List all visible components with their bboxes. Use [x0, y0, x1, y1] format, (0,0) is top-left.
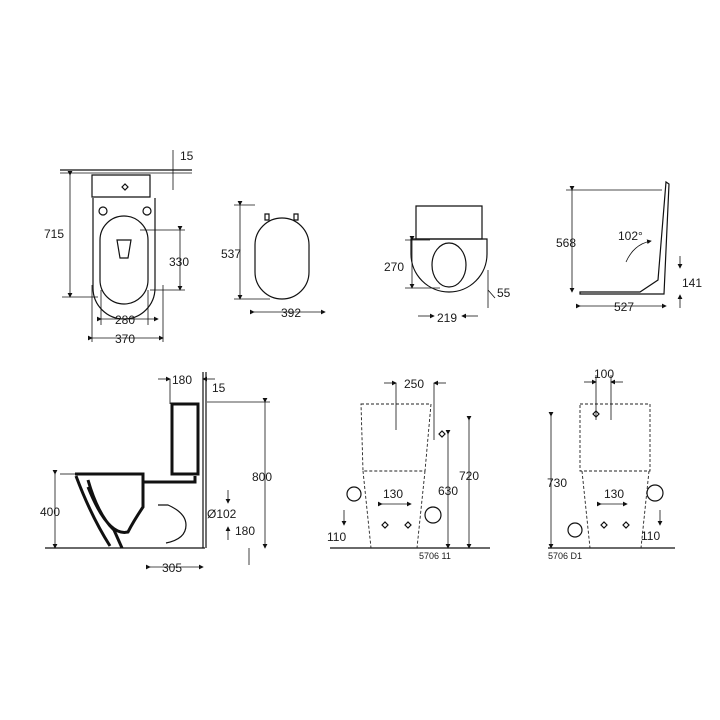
rear-view: 270 55 219: [384, 205, 511, 325]
installation-view-5706-11: 250 720 630 130 110 5706 11: [327, 377, 490, 561]
dim-outer-width: 370: [115, 332, 135, 346]
dim-seat-width: 392: [281, 306, 301, 320]
seat-side-view: 568 102° 141 527: [556, 180, 702, 314]
dim-outlet-distance: 305: [162, 561, 182, 575]
dim-inner-width: 280: [115, 313, 135, 327]
dim-rear-height: 270: [384, 260, 404, 274]
dim-bottom-offset: 55: [497, 286, 511, 300]
dim-depth-total: 715: [44, 227, 64, 241]
dim-rear-width: 219: [437, 311, 457, 325]
dim-outlet-diameter: Ø102: [207, 507, 237, 521]
dim-total-height: 800: [252, 470, 272, 484]
dim-connection-spacing: 130: [383, 487, 403, 501]
toilet-side-view: 180 15 400 800 Ø102 180 305: [40, 372, 272, 575]
dim-seat-length: 330: [169, 255, 189, 269]
dim-opening-angle: 102°: [618, 229, 643, 243]
dim-seat-height: 568: [556, 236, 576, 250]
dim-tank-offset: 100: [594, 367, 614, 381]
article-code: 5706 D1: [548, 551, 582, 561]
dim-tank-depth: 180: [172, 373, 192, 387]
dim-seat-height: 400: [40, 505, 60, 519]
dim-floor-height: 110: [641, 529, 660, 543]
dim-water-height-1: 720: [459, 469, 479, 483]
dim-wall-gap: 15: [212, 381, 226, 395]
dim-seat-side-length: 527: [614, 300, 634, 314]
installation-view-5706-d1: 100 730 130 110 5706 D1: [547, 367, 675, 561]
dim-water-height: 730: [547, 476, 567, 490]
dim-water-height-2: 630: [438, 484, 458, 498]
dim-seat-length: 537: [221, 247, 241, 261]
toilet-top-view: 15 715 330 280 370: [44, 149, 194, 346]
dim-tank-offset: 250: [404, 377, 424, 391]
dim-floor-height: 110: [327, 530, 346, 544]
dim-connection-spacing: 130: [604, 487, 624, 501]
article-code: 5706 11: [419, 551, 451, 561]
dim-outlet-height: 180: [235, 524, 255, 538]
seat-top-view: 537 392: [221, 201, 326, 320]
dim-wall-gap: 15: [180, 149, 194, 163]
dim-hinge-height: 141: [682, 276, 702, 290]
